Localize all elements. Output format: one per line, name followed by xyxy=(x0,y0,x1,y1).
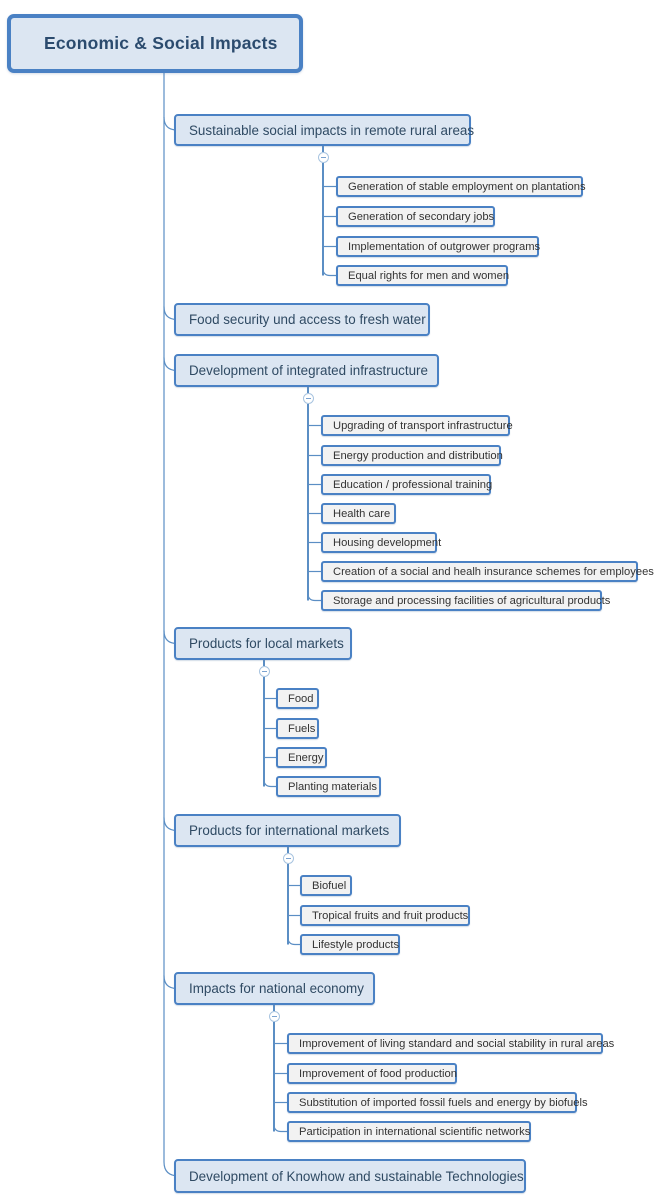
leaf-node-substitution-of-imported-fossil-fuels-and-ener[interactable]: Substitution of imported fossil fuels an… xyxy=(287,1092,588,1113)
leaf-node-energy-production-and-distribution[interactable]: Energy production and distribution xyxy=(321,445,503,466)
leaf-node-lifestyle-products[interactable]: Lifestyle products xyxy=(300,934,400,955)
leaf-node-creation-of-a-social-and-healh-insurance-schem[interactable]: Creation of a social and healh insurance… xyxy=(321,561,654,582)
collapse-minus-icon[interactable] xyxy=(303,393,314,404)
leaf-node-food[interactable]: Food xyxy=(276,688,319,709)
leaf-node-tropical-fruits-and-fruit-products[interactable]: Tropical fruits and fruit products xyxy=(300,905,470,926)
branch-node-development-of-knowhow-and-sustainable-technol[interactable]: Development of Knowhow and sustainable T… xyxy=(174,1159,526,1193)
branch-node-food-security-und-access-to-fresh-water[interactable]: Food security und access to fresh water xyxy=(174,303,430,336)
collapse-minus-icon[interactable] xyxy=(318,152,329,163)
leaf-node-storage-and-processing-facilities-of-agricultu[interactable]: Storage and processing facilities of agr… xyxy=(321,590,610,611)
leaf-node-participation-in-international-scientific-netw[interactable]: Participation in international scientifi… xyxy=(287,1121,531,1142)
leaf-node-generation-of-stable-employment-on-plantations[interactable]: Generation of stable employment on plant… xyxy=(336,176,586,197)
leaf-node-fuels[interactable]: Fuels xyxy=(276,718,319,739)
branch-node-impacts-for-national-economy[interactable]: Impacts for national economy xyxy=(174,972,375,1005)
leaf-node-health-care[interactable]: Health care xyxy=(321,503,396,524)
leaf-node-biofuel[interactable]: Biofuel xyxy=(300,875,352,896)
branch-node-products-for-local-markets[interactable]: Products for local markets xyxy=(174,627,352,660)
branch-node-development-of-integrated-infrastructure[interactable]: Development of integrated infrastructure xyxy=(174,354,439,387)
leaf-node-equal-rights-for-men-and-women[interactable]: Equal rights for men and women xyxy=(336,265,509,286)
leaf-node-upgrading-of-transport-infrastructure[interactable]: Upgrading of transport infrastructure xyxy=(321,415,513,436)
leaf-node-education-professional-training[interactable]: Education / professional training xyxy=(321,474,492,495)
leaf-node-generation-of-secondary-jobs[interactable]: Generation of secondary jobs xyxy=(336,206,495,227)
leaf-node-improvement-of-food-production[interactable]: Improvement of food production xyxy=(287,1063,457,1084)
collapse-minus-icon[interactable] xyxy=(259,666,270,677)
root-node-economic-social-impacts[interactable]: Economic & Social Impacts xyxy=(7,14,303,73)
collapse-minus-icon[interactable] xyxy=(269,1011,280,1022)
leaf-node-energy[interactable]: Energy xyxy=(276,747,327,768)
branch-node-sustainable-social-impacts-in-remote-rural-are[interactable]: Sustainable social impacts in remote rur… xyxy=(174,114,474,146)
collapse-minus-icon[interactable] xyxy=(283,853,294,864)
leaf-node-planting-materials[interactable]: Planting materials xyxy=(276,776,381,797)
leaf-node-improvement-of-living-standard-and-social-stab[interactable]: Improvement of living standard and socia… xyxy=(287,1033,614,1054)
leaf-node-housing-development[interactable]: Housing development xyxy=(321,532,441,553)
branch-node-products-for-international-markets[interactable]: Products for international markets xyxy=(174,814,401,847)
leaf-node-implementation-of-outgrower-programs[interactable]: Implementation of outgrower programs xyxy=(336,236,540,257)
